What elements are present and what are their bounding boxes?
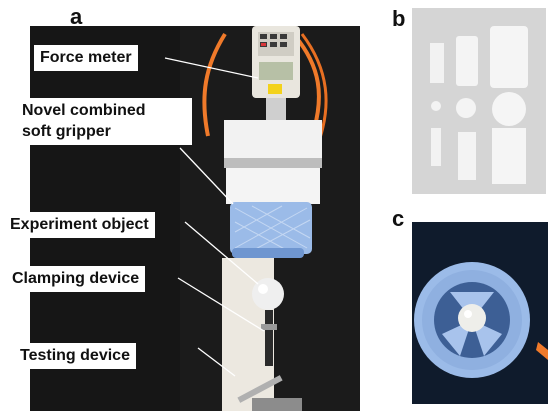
panel-c-photo bbox=[412, 222, 548, 404]
label-clamping-device: Clamping device bbox=[6, 266, 146, 292]
label-novel-combined-soft-gripper: Novel combined soft gripper bbox=[16, 98, 192, 145]
label-gripper-line-1: Novel combined bbox=[22, 102, 146, 119]
gripper-top-view-illustration bbox=[412, 222, 548, 404]
panel-letter-b: b bbox=[392, 6, 406, 31]
panel-letter-c: c bbox=[392, 206, 405, 231]
label-testing-device: Testing device bbox=[14, 343, 136, 369]
label-force-meter: Force meter bbox=[34, 45, 138, 71]
label-experiment-object: Experiment object bbox=[4, 212, 155, 238]
panel-letter-a: a bbox=[70, 4, 83, 29]
label-gripper-line-2: soft gripper bbox=[22, 123, 111, 140]
test-objects-illustration bbox=[412, 8, 546, 194]
panel-b-photo bbox=[412, 8, 546, 194]
